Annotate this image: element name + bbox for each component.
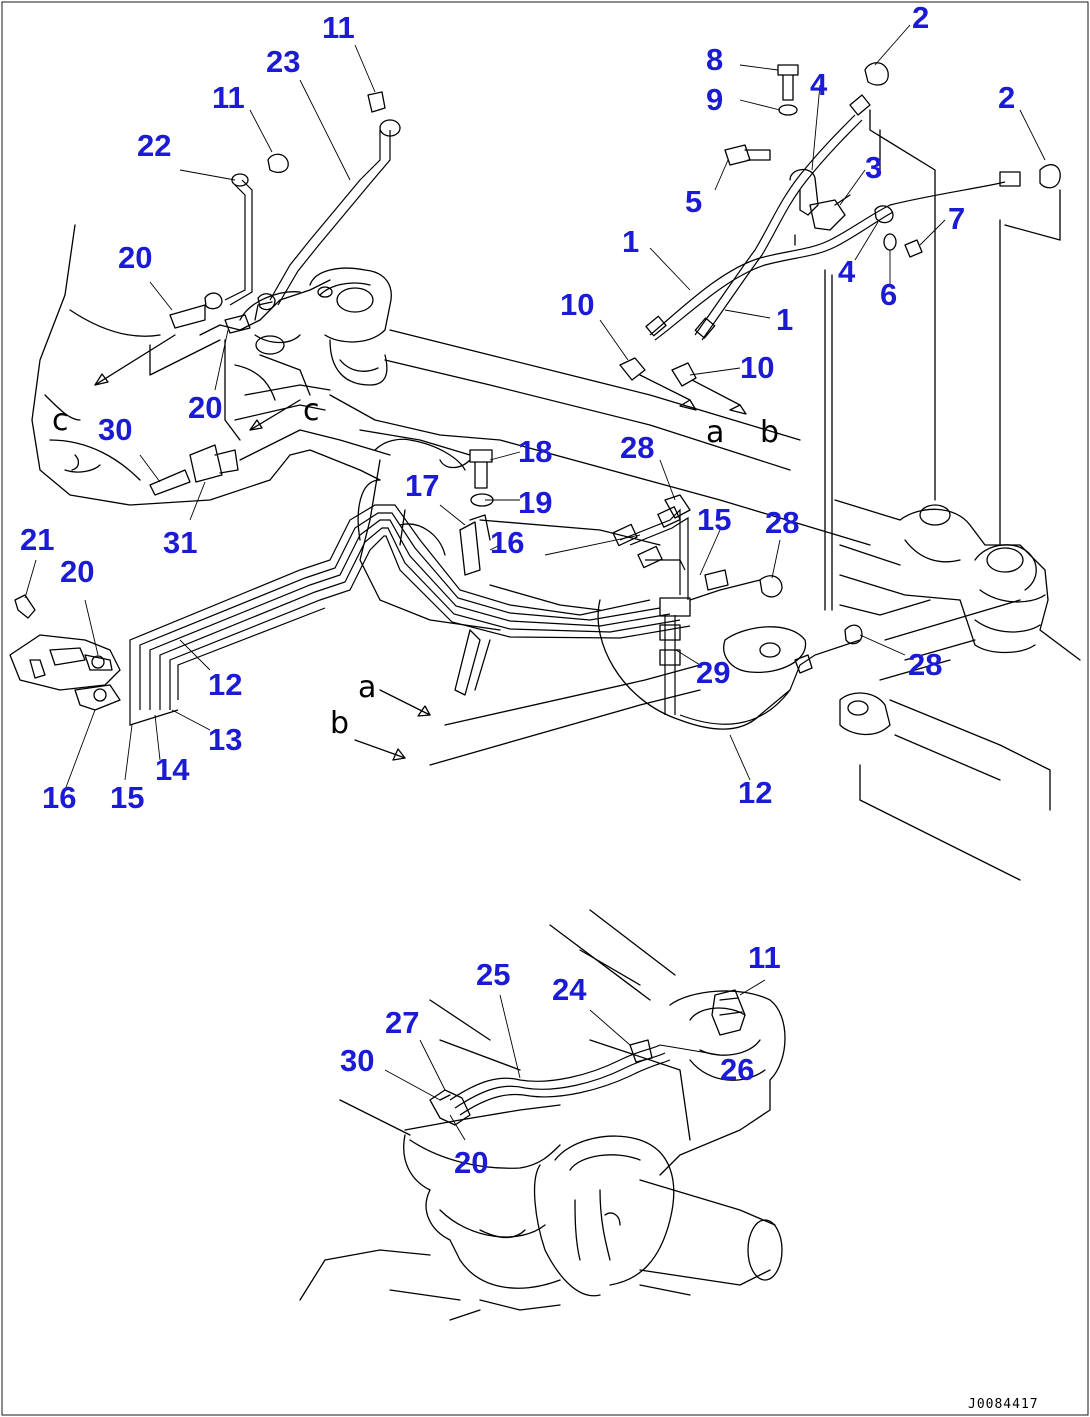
view-letter: a	[706, 415, 724, 450]
callout-number: 15	[697, 502, 731, 537]
view-letter: b	[330, 706, 349, 741]
view-letter: a	[358, 670, 376, 705]
callout-number: 1	[622, 224, 639, 259]
callout-number: 20	[188, 390, 222, 425]
axle-beam	[329, 329, 871, 730]
callout-number: 31	[163, 525, 197, 560]
brake-pipes	[9, 494, 863, 766]
callout-number: 28	[620, 430, 654, 465]
callout-number: 29	[696, 655, 730, 690]
callout-number: 13	[208, 722, 242, 757]
callout-number: 20	[454, 1145, 488, 1180]
callout-number: 10	[740, 350, 774, 385]
callout-number: 3	[865, 150, 882, 185]
callout-number: 5	[685, 184, 702, 219]
callout-number: 4	[810, 67, 828, 102]
callout-number: 25	[476, 957, 510, 992]
callout-number: 19	[518, 485, 552, 520]
detail-view	[299, 909, 786, 1321]
callout-number: 6	[880, 277, 897, 312]
pipes-22-23	[149, 91, 401, 496]
callouts: 11 23 11 22 20 20 30 31 21 20 12 13 14 1…	[20, 0, 1015, 1180]
callout-number: 11	[212, 80, 245, 115]
right-frame	[723, 109, 1081, 881]
callout-number: 20	[118, 240, 152, 275]
callout-number: 22	[137, 128, 171, 163]
callout-number: 27	[385, 1005, 419, 1040]
callout-number: 18	[518, 434, 552, 469]
callout-number: 16	[42, 780, 76, 815]
callout-number: 30	[340, 1043, 374, 1078]
callout-number: 21	[20, 522, 54, 557]
callout-number: 11	[322, 10, 355, 45]
view-letter: c	[303, 393, 320, 428]
hose-assembly-1	[619, 62, 1061, 415]
leader-lines-left	[24, 44, 906, 791]
callout-number: 17	[405, 468, 439, 503]
callout-number: 2	[998, 80, 1015, 115]
callout-number: 1	[776, 302, 793, 337]
leader-lines-detail	[384, 979, 766, 1141]
callout-number: 4	[838, 254, 856, 289]
callout-number: 30	[98, 412, 132, 447]
callout-number: 7	[948, 201, 965, 236]
callout-number: 16	[490, 525, 524, 560]
callout-number: 28	[765, 505, 799, 540]
callout-number: 9	[706, 82, 723, 117]
callout-number: 15	[110, 780, 144, 815]
callout-number: 8	[706, 42, 723, 77]
callout-number: 24	[552, 972, 587, 1007]
callout-number: 20	[60, 554, 94, 589]
callout-number: 26	[720, 1052, 754, 1087]
callout-number: 12	[208, 667, 242, 702]
callout-number: 10	[560, 287, 594, 322]
callout-number: 28	[908, 647, 942, 682]
view-letters: c c a b a b	[52, 393, 779, 741]
left-axle-housing	[31, 224, 392, 506]
drawing-code: J0084417	[968, 1397, 1039, 1412]
leader-lines-top-right	[599, 24, 1046, 376]
callout-number: 11	[748, 940, 781, 975]
callout-number: 12	[738, 775, 772, 810]
callout-number: 2	[912, 0, 929, 35]
view-letter: c	[52, 403, 69, 438]
bolt-18-parts	[459, 449, 494, 576]
callout-number: 23	[266, 44, 300, 79]
view-letter: b	[760, 415, 779, 450]
callout-number: 14	[155, 752, 190, 787]
